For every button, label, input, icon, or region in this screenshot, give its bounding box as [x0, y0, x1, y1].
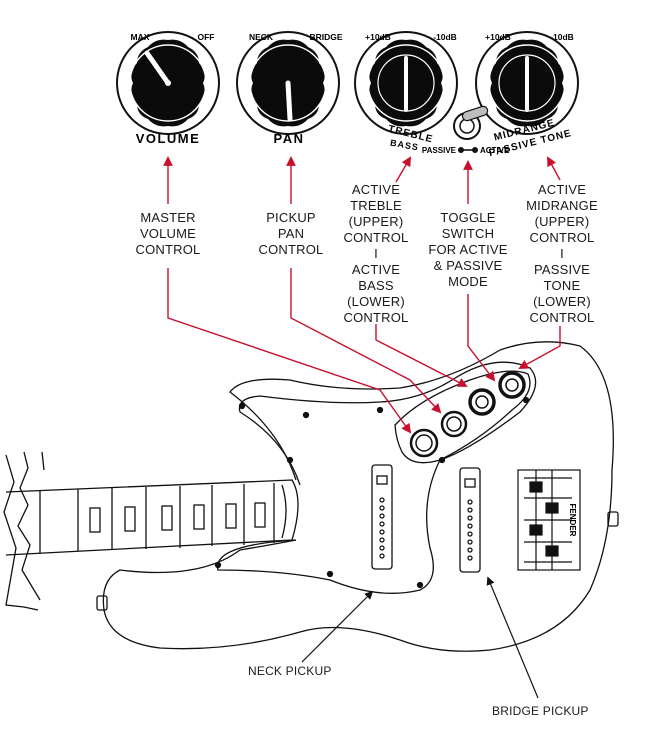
- bridge-logo: FENDER: [568, 504, 577, 537]
- volume-scale-left: MAX: [131, 32, 150, 42]
- treble-bass-knob-icon: [354, 31, 458, 135]
- midrange-arrow-to-knob: [518, 326, 561, 369]
- pan-scale-right: BRIDGE: [309, 32, 342, 42]
- midrange-arrow-to-label: [547, 156, 561, 181]
- bass-guitar-body-icon: [3, 341, 619, 652]
- pan-scale-left: NECK: [249, 32, 274, 42]
- bridge-pickup-label: BRIDGE PICKUP: [492, 704, 589, 718]
- toggle-switch-icon: [453, 105, 489, 153]
- treble-arrow-to-label: [395, 156, 411, 183]
- pickup-leader-lines: [301, 576, 539, 699]
- bass-caption: BASS: [389, 138, 419, 153]
- body-volume-knob-icon: [409, 428, 439, 458]
- treble-scale-left: +10dB: [365, 32, 391, 42]
- pan-caption: PAN: [274, 131, 305, 146]
- callout-arrows: [163, 156, 561, 434]
- bridge-pickup-icon: [459, 467, 481, 573]
- treble-bass-callout: ACTIVE TREBLE (UPPER) CONTROL I ACTIVE B…: [343, 182, 409, 325]
- pan-callout: PICKUP PAN CONTROL: [258, 210, 324, 257]
- midrange-scale-left: +10dB: [485, 32, 511, 42]
- body-treble-knob-icon: [468, 388, 496, 416]
- volume-callout: MASTER VOLUME CONTROL: [135, 210, 201, 257]
- treble-arrow-to-knob: [375, 324, 468, 387]
- toggle-active-label: ACTIVE: [480, 146, 510, 155]
- volume-caption: VOLUME: [136, 131, 201, 146]
- body-midrange-knob-icon: [498, 371, 526, 399]
- bridge-icon: [517, 469, 581, 571]
- midrange-scale-right: -10dB: [550, 32, 574, 42]
- toggle-arrow-to-switch: [467, 294, 496, 382]
- pan-knob-icon: [236, 31, 340, 135]
- midrange-tone-callout: ACTIVE MIDRANGE (UPPER) CONTROL I PASSIV…: [526, 182, 598, 325]
- volume-scale-right: OFF: [198, 32, 215, 42]
- neck-pickup-label: NECK PICKUP: [248, 664, 332, 678]
- body-pan-knob-icon: [440, 410, 468, 438]
- toggle-callout: TOGGLE SWITCH FOR ACTIVE & PASSIVE MODE: [428, 210, 508, 289]
- volume-knob-icon: [116, 31, 220, 135]
- toggle-passive-label: PASSIVE: [422, 146, 457, 155]
- volume-arrow-to-knob: [167, 268, 412, 434]
- treble-scale-right: -10dB: [433, 32, 457, 42]
- neck-pickup-leader: [301, 590, 374, 663]
- pan-arrow-to-knob: [290, 268, 442, 414]
- neck-pickup-icon: [371, 464, 393, 570]
- bridge-pickup-leader: [486, 576, 539, 699]
- midrange-tone-knob-icon: [475, 31, 579, 135]
